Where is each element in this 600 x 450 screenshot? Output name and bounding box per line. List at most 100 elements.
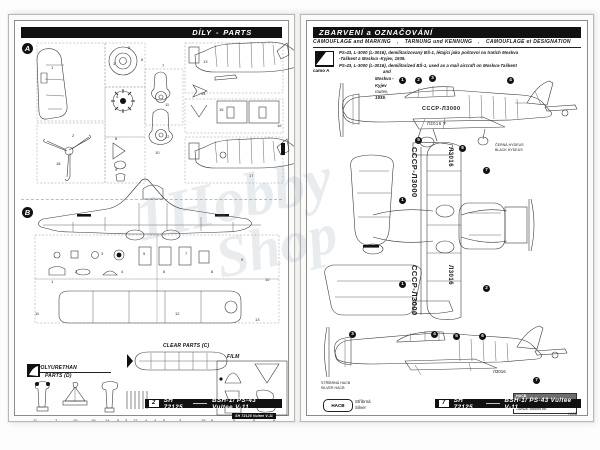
camo-text-english-4: Kyjev	[375, 83, 387, 88]
left-page-number: 2	[149, 400, 159, 407]
camo-text-english-1: PS-43, L-3000 (L-3016), demilitarized BŠ…	[339, 63, 517, 68]
camo-text-english-5: routes,	[375, 89, 389, 94]
part-number: 7	[162, 63, 165, 68]
camo-text-english-3: Moskva -	[375, 76, 394, 81]
header-dash: -	[215, 28, 220, 37]
callout-marker: 1	[399, 77, 406, 84]
decal-number: 14	[105, 418, 110, 422]
part-number: 2	[72, 133, 75, 138]
part-number: 5	[128, 45, 131, 50]
aircraft-side-view-top	[338, 80, 578, 148]
legend-note: HACB	[568, 412, 577, 416]
part-number: 9	[241, 257, 244, 262]
part-number: 18	[56, 161, 61, 166]
polyurethan-parts-label: PARTS (D)	[45, 373, 72, 379]
camo-text-english-6: 1939.	[375, 95, 387, 100]
camo-text-czech-1: PS-43, L-3000 (L-3016), demilitarizovaný…	[339, 50, 519, 55]
aircraft-plan-view	[324, 142, 535, 320]
black-annotation-cz: ČERNÁ HYDEUS	[495, 143, 524, 147]
part-number: 5	[143, 251, 146, 256]
sprue-b-artwork	[34, 178, 280, 324]
part-number: 8	[211, 269, 214, 274]
silver-annotation-en: SILVER HACB	[321, 386, 345, 390]
part-number: 11	[165, 102, 170, 107]
sprue-tag: SH 72125 Vultee V-11	[232, 413, 276, 419]
header-en: CAMOUFLAGE and MARKING	[313, 39, 391, 45]
silver-annotation-cz: STŘÍBRNÁ HACB	[321, 381, 351, 385]
callout-marker: 2	[415, 77, 422, 84]
fuselage-registration-small: Л3016	[427, 121, 442, 126]
sprue-divider	[21, 199, 282, 200]
part-number: 17	[249, 173, 254, 178]
decal-number: 15	[201, 418, 206, 422]
subheader-sep: ,	[396, 39, 399, 45]
wing-registration-lower: CCCP-Л3000	[410, 265, 419, 316]
polyurethan-parts-artwork	[34, 381, 148, 413]
header-de: TARNUNG und KENNUNG	[404, 39, 473, 45]
subheader-sep: ,	[478, 39, 480, 45]
part-number: 3	[113, 61, 116, 66]
part-number: 13	[255, 317, 260, 322]
footer-rule	[485, 403, 500, 404]
clear-parts-label: CLEAR PARTS (C)	[163, 343, 210, 349]
header-czech: DÍLY	[192, 28, 212, 37]
fuselage-registration: CCCP-Л3000	[422, 106, 461, 112]
part-number: 6	[163, 269, 166, 274]
registration-question: ?	[443, 121, 447, 126]
right-page-subheader: CAMOUFLAGE and MARKING , TARNUNG und KEN…	[313, 39, 581, 48]
callout-marker: 6	[459, 145, 466, 152]
left-page: DÍLY - PARTS A	[8, 14, 295, 422]
part-number: 9	[115, 167, 118, 172]
callout-marker: 3	[429, 75, 436, 82]
camo-icon-bar	[316, 65, 333, 67]
decal-number: 3	[125, 418, 128, 422]
camo-icon-triangle	[316, 52, 326, 65]
callout-marker: 4	[431, 331, 438, 338]
decal-number: 12	[133, 418, 138, 422]
callout-marker: 6	[479, 333, 486, 340]
right-footer-code: SH 72125	[453, 396, 473, 411]
part-number: 12	[165, 134, 170, 139]
decal-number: 6	[253, 418, 256, 422]
left-page-footer: 2 SH 72125 BSH-1/ PS-43 Vultee V-11	[145, 396, 282, 411]
sprue-label-a: A	[22, 43, 33, 54]
aircraft-side-view-bottom	[324, 325, 568, 378]
callout-marker: 3	[349, 331, 356, 338]
header-czech-title: ZBARVENÍ a OZNAČOVÁNÍ	[319, 28, 433, 37]
callout-marker: 5	[453, 333, 460, 340]
decal-number: 5	[233, 418, 236, 422]
camo-text-english-2: and	[383, 69, 391, 74]
part-number: 1	[51, 65, 54, 70]
polyurethan-icon	[27, 364, 40, 377]
decal-number: 19	[91, 418, 96, 422]
sprue-a-artwork	[36, 41, 294, 184]
sprue-label-b: B	[22, 207, 33, 218]
part-number: 7	[185, 251, 188, 256]
decal-number: 8	[273, 418, 276, 422]
part-number: 14	[201, 91, 206, 96]
polyurethan-label: POLYURETHAN	[37, 365, 111, 373]
film-label: FILM	[227, 354, 240, 360]
footer-rule	[193, 403, 208, 404]
decal-number: 3	[179, 418, 182, 422]
legend-row: GUNZE colours for	[516, 407, 547, 412]
part-number: 3	[101, 251, 104, 256]
part-number: 10	[265, 277, 270, 282]
hacb-cz: Stříbrná	[355, 399, 371, 404]
hacb-code: HACB	[331, 403, 345, 408]
right-page-footer: 7 SH 72125 BSH-1/ PS-43 Vultee V-11	[435, 396, 581, 411]
callout-marker: 7	[483, 167, 490, 174]
decal-number: 11	[33, 418, 38, 422]
tail-callout-label: Л3016	[493, 369, 506, 374]
header-english: PARTS	[223, 28, 252, 37]
camo-text-czech-2: -Taškent a Moskva -Kyjev, 1939.	[339, 56, 406, 61]
part-number: 10	[155, 150, 160, 155]
hacb-en: Silver	[355, 405, 366, 410]
callout-marker: 1	[399, 197, 406, 204]
part-number: 16	[277, 123, 282, 128]
decal-number: 7	[55, 418, 58, 422]
part-number: 15	[219, 107, 224, 112]
right-footer-name: BSH-1/ PS-43 Vultee V-11	[504, 396, 572, 411]
left-footer-name: BSH-1/ PS-43 Vultee V-11	[212, 396, 257, 411]
